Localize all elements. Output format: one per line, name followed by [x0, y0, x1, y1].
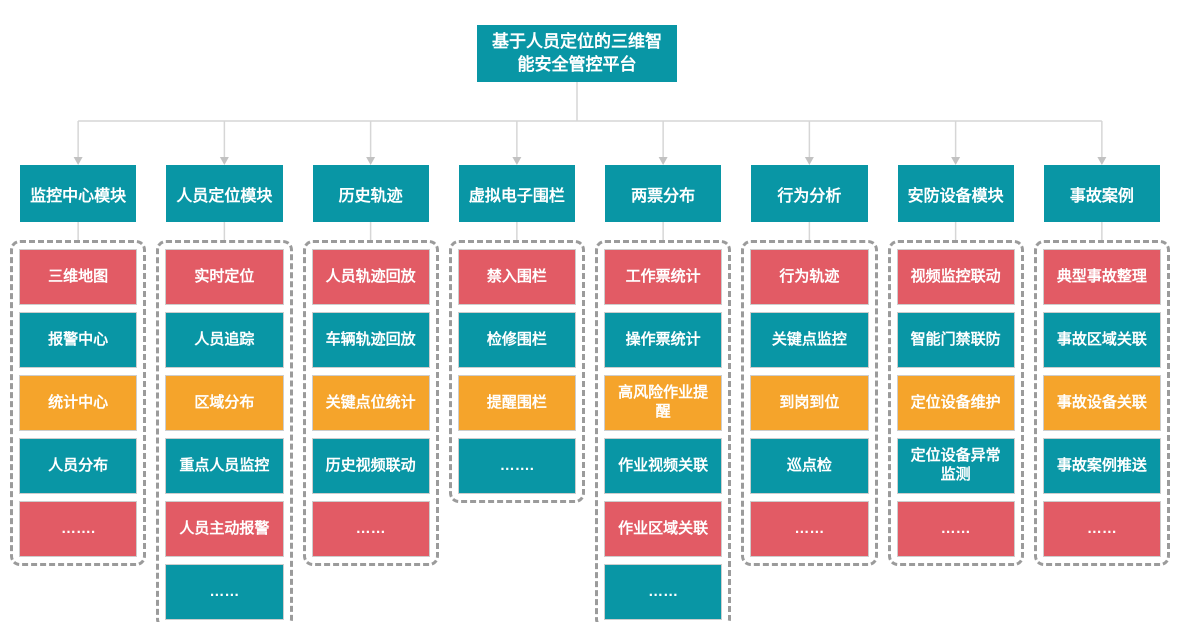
- branch-item: 操作票统计: [604, 312, 723, 368]
- branch-item: 实时定位: [165, 249, 284, 305]
- branch-item: ……: [1042, 501, 1161, 557]
- branch-column: 事故案例典型事故整理事故区域关联事故设备关联事故案例推送 ……: [1033, 165, 1170, 622]
- branch-header: 人员定位模块: [166, 165, 283, 222]
- branch-item: 定位设备异常监测: [896, 438, 1015, 494]
- branch-item: 视频监控联动: [896, 249, 1015, 305]
- branch-items-container: 行为轨迹关键点监控到岗到位巡点检 ……: [741, 240, 878, 566]
- branch-item: 作业视频关联: [604, 438, 723, 494]
- branch-item: 事故设备关联: [1042, 375, 1161, 431]
- branch-item: 到岗到位: [750, 375, 869, 431]
- branch-item: 人员轨迹回放: [311, 249, 430, 305]
- branch-item: 定位设备维护: [896, 375, 1015, 431]
- branch-item: 重点人员监控: [165, 438, 284, 494]
- branch-column: 虚拟电子围栏禁入围栏检修围栏提醒围栏 …….: [448, 165, 585, 622]
- branch-header: 监控中心模块: [20, 165, 137, 222]
- branch-header: 两票分布: [605, 165, 722, 222]
- branch-item: 报警中心: [19, 312, 138, 368]
- branch-item: 提醒围栏: [457, 375, 576, 431]
- branch-column: 安防设备模块视频监控联动智能门禁联防定位设备维护定位设备异常监测 ……: [887, 165, 1024, 622]
- branch-column: 两票分布工作票统计操作票统计高风险作业提醒作业视频关联作业区域关联 ……: [595, 165, 732, 622]
- branch-item: 车辆轨迹回放: [311, 312, 430, 368]
- branch-item: 工作票统计: [604, 249, 723, 305]
- branch-header: 安防设备模块: [897, 165, 1014, 222]
- branch-column: 历史轨迹人员轨迹回放车辆轨迹回放关键点位统计历史视频联动 ……: [302, 165, 439, 622]
- branch-item: 人员分布: [19, 438, 138, 494]
- branch-items-container: 视频监控联动智能门禁联防定位设备维护定位设备异常监测 ……: [887, 240, 1024, 566]
- branch-item: ……: [750, 501, 869, 557]
- branch-item: 事故区域关联: [1042, 312, 1161, 368]
- branch-item: ……: [165, 564, 284, 620]
- branch-item: 高风险作业提醒: [604, 375, 723, 431]
- branch-item: ……: [896, 501, 1015, 557]
- branch-items-container: 实时定位人员追踪区域分布重点人员监控人员主动报警 ……: [156, 240, 293, 622]
- branch-item: …….: [457, 438, 576, 494]
- branch-item: ……: [604, 564, 723, 620]
- branch-column: 监控中心模块三维地图报警中心统计中心人员分布 …….: [10, 165, 147, 622]
- branch-items-container: 人员轨迹回放车辆轨迹回放关键点位统计历史视频联动 ……: [302, 240, 439, 566]
- branch-items-container: 典型事故整理事故区域关联事故设备关联事故案例推送 ……: [1033, 240, 1170, 566]
- branch-items-container: 三维地图报警中心统计中心人员分布 …….: [10, 240, 147, 566]
- branch-item: 巡点检: [750, 438, 869, 494]
- branch-item: 禁入围栏: [457, 249, 576, 305]
- branch-items-container: 工作票统计操作票统计高风险作业提醒作业视频关联作业区域关联 ……: [595, 240, 732, 622]
- branch-item: …….: [19, 501, 138, 557]
- branch-item: 区域分布: [165, 375, 284, 431]
- branch-header: 虚拟电子围栏: [458, 165, 575, 222]
- root-title: 基于人员定位的三维智能安全管控平台: [492, 31, 662, 74]
- branch-item: 典型事故整理: [1042, 249, 1161, 305]
- branch-header: 事故案例: [1043, 165, 1160, 222]
- branch-item: 历史视频联动: [311, 438, 430, 494]
- branch-header: 行为分析: [751, 165, 868, 222]
- branch-item: 人员主动报警: [165, 501, 284, 557]
- branch-item: 关键点监控: [750, 312, 869, 368]
- branch-item: ……: [311, 501, 430, 557]
- branch-item: 行为轨迹: [750, 249, 869, 305]
- branch-item: 事故案例推送: [1042, 438, 1161, 494]
- branch-item: 作业区域关联: [604, 501, 723, 557]
- root-node: 基于人员定位的三维智能安全管控平台: [477, 25, 677, 82]
- branch-item: 智能门禁联防: [896, 312, 1015, 368]
- branch-column: 行为分析行为轨迹关键点监控到岗到位巡点检 ……: [741, 165, 878, 622]
- branch-item: 统计中心: [19, 375, 138, 431]
- branch-items-container: 禁入围栏检修围栏提醒围栏 …….: [448, 240, 585, 503]
- branch-item: 检修围栏: [457, 312, 576, 368]
- branch-item: 三维地图: [19, 249, 138, 305]
- branch-item: 关键点位统计: [311, 375, 430, 431]
- branch-item: 人员追踪: [165, 312, 284, 368]
- columns-row: 监控中心模块三维地图报警中心统计中心人员分布 ……. 人员定位模块实时定位人员追踪区…: [0, 165, 1180, 622]
- branch-column: 人员定位模块实时定位人员追踪区域分布重点人员监控人员主动报警 ……: [156, 165, 293, 622]
- branch-header: 历史轨迹: [312, 165, 429, 222]
